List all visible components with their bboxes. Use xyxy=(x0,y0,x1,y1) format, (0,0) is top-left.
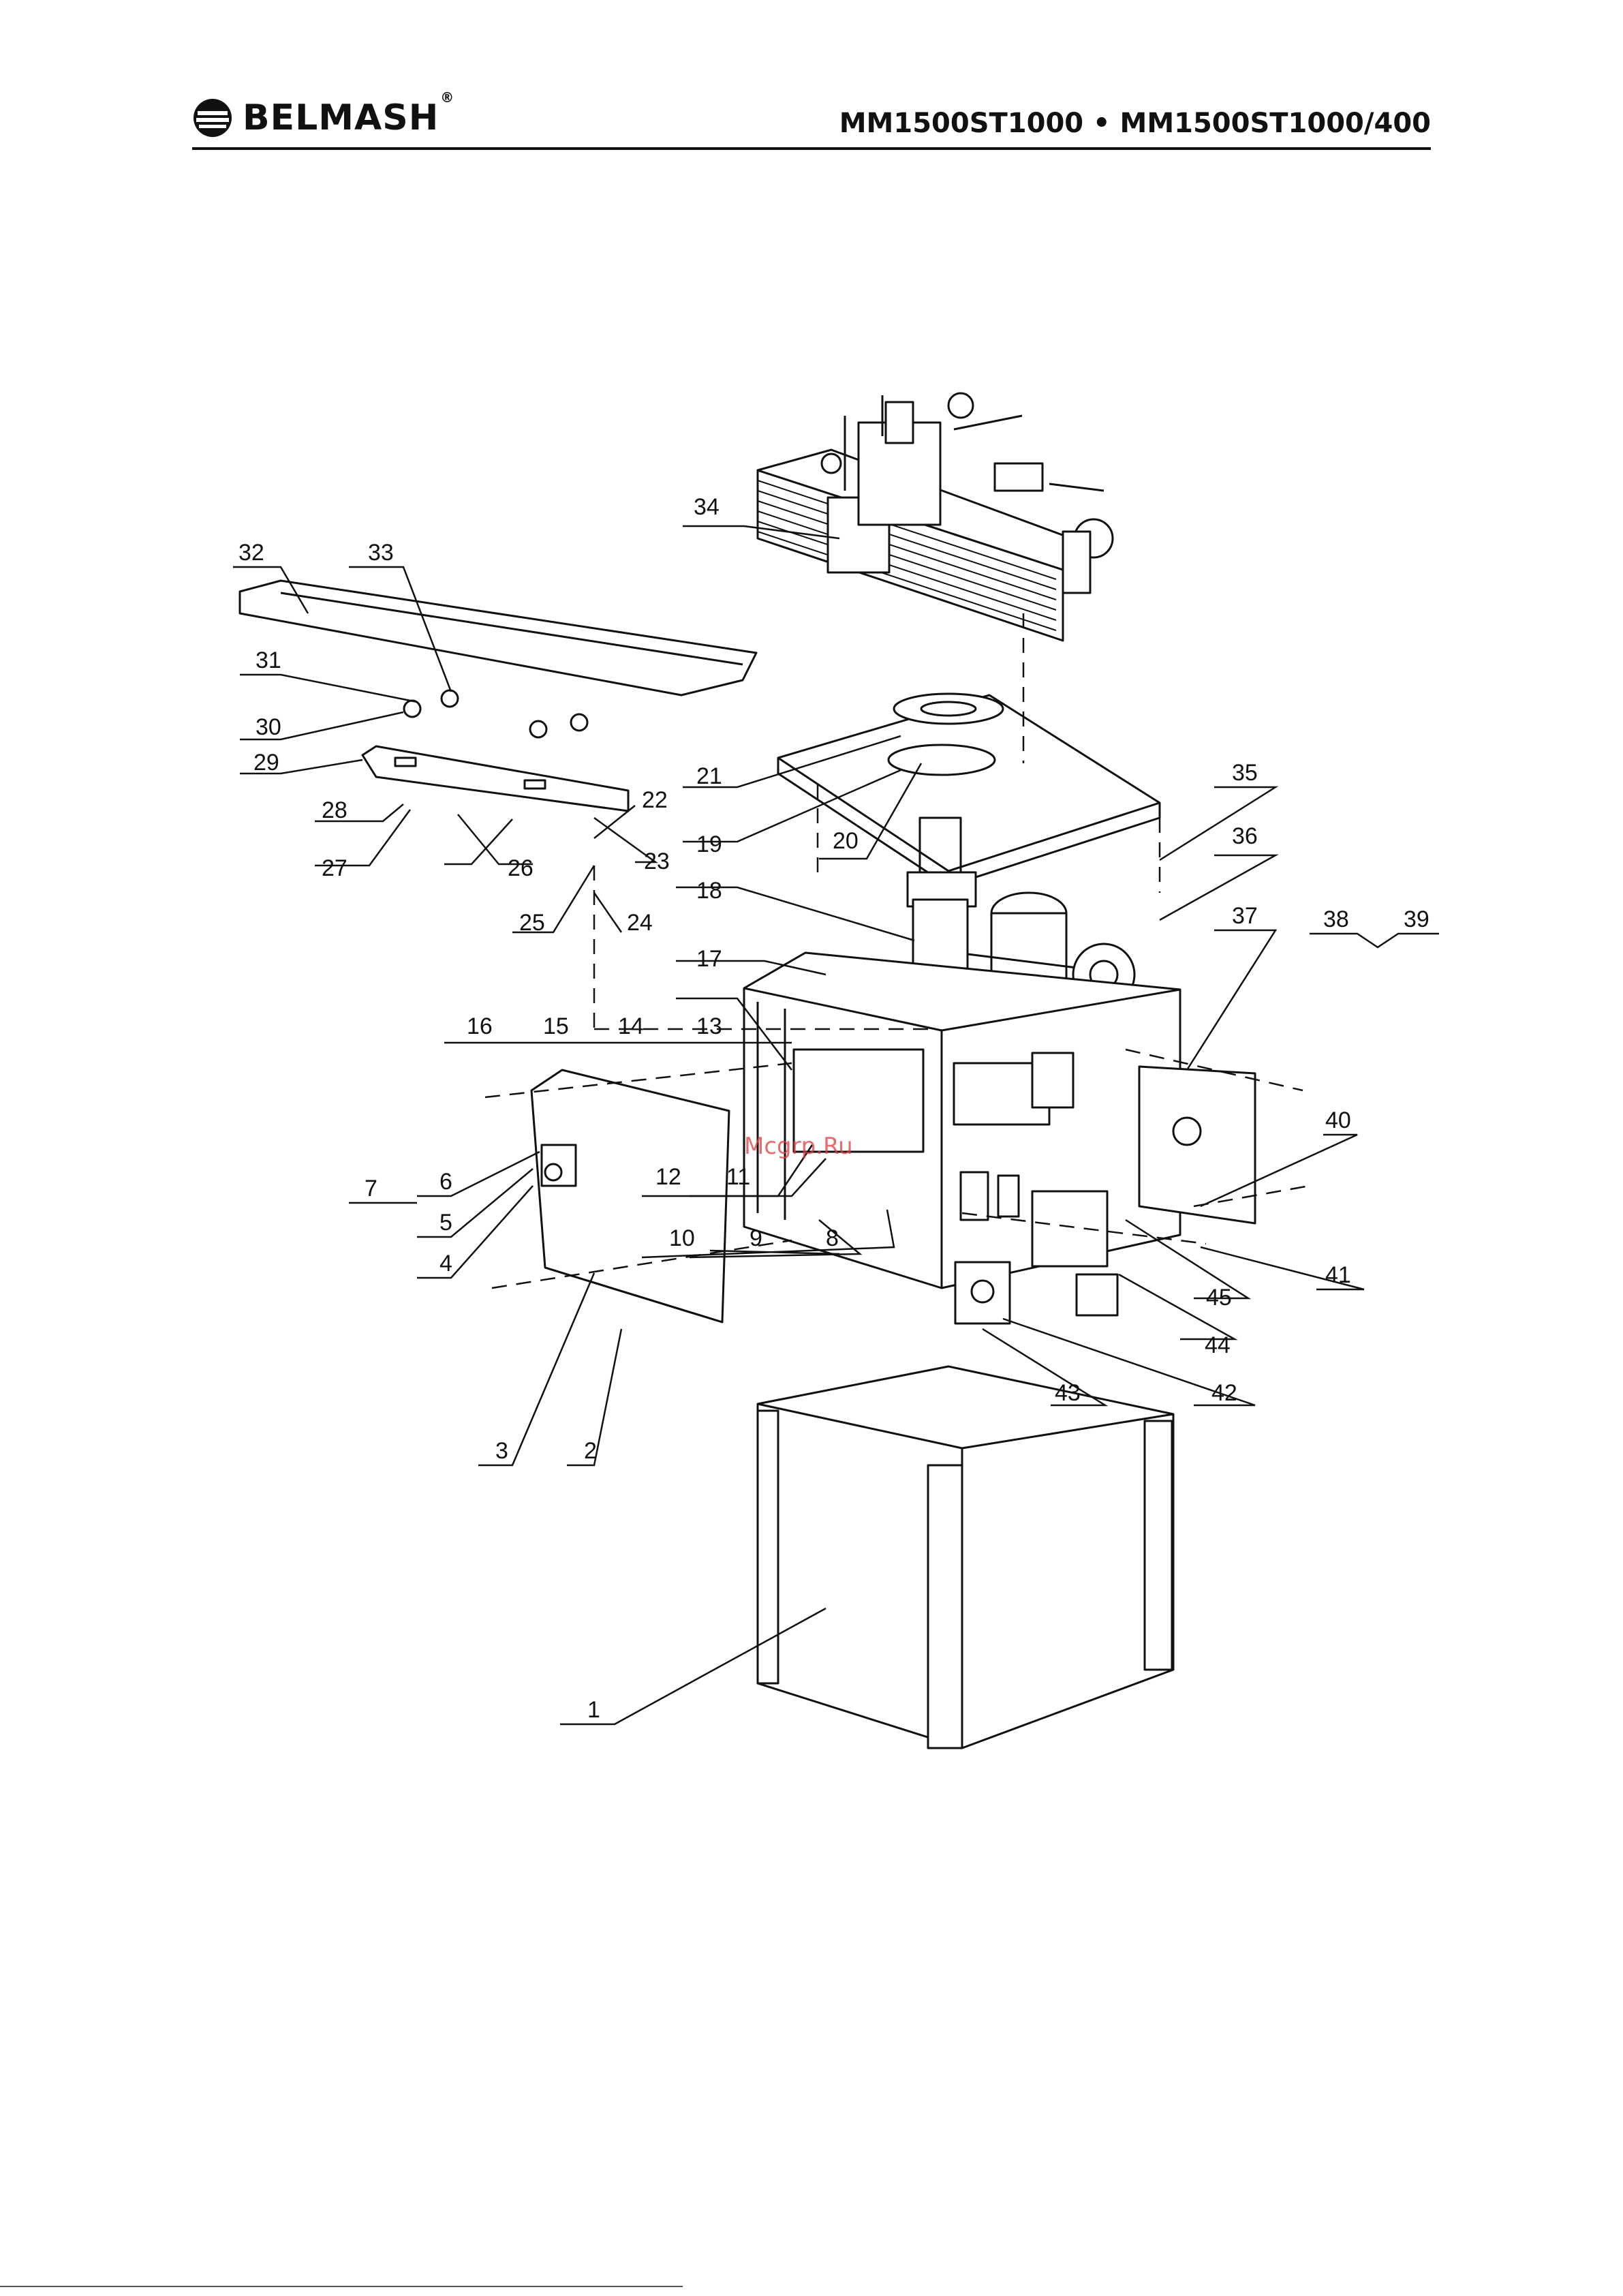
callout-25: 25 xyxy=(519,910,545,936)
callout-43: 43 xyxy=(1055,1380,1081,1406)
callout-8: 8 xyxy=(826,1225,839,1251)
cabinet-frame xyxy=(744,953,1180,1288)
callout-18: 18 xyxy=(696,878,722,904)
callout-15: 15 xyxy=(543,1013,569,1039)
callout-4: 4 xyxy=(439,1251,452,1276)
callout-20: 20 xyxy=(833,828,859,854)
stand xyxy=(758,1366,1173,1748)
callout-29: 29 xyxy=(253,750,279,776)
switches xyxy=(955,1262,1117,1323)
callout-23: 23 xyxy=(644,848,670,874)
callout-26: 26 xyxy=(508,855,534,881)
callout-30: 30 xyxy=(256,714,281,740)
callout-38: 38 xyxy=(1323,906,1349,932)
callout-3: 3 xyxy=(495,1438,508,1464)
footer-rule xyxy=(0,2286,683,2287)
callout-19: 19 xyxy=(696,831,722,857)
callout-10: 10 xyxy=(669,1225,695,1251)
callout-37: 37 xyxy=(1232,903,1258,929)
callout-17: 17 xyxy=(696,946,722,972)
callout-12: 12 xyxy=(655,1164,681,1190)
callout-32: 32 xyxy=(238,540,264,566)
callout-28: 28 xyxy=(322,797,347,823)
callout-27: 27 xyxy=(322,855,347,881)
callout-33: 33 xyxy=(368,540,394,566)
callout-35: 35 xyxy=(1232,760,1258,786)
table-top xyxy=(778,694,1160,886)
callout-39: 39 xyxy=(1404,906,1429,932)
callout-42: 42 xyxy=(1211,1380,1237,1406)
callout-22: 22 xyxy=(642,787,668,813)
watermark: Mcgrp.Ru xyxy=(744,1133,853,1160)
top-rail xyxy=(240,581,756,695)
callout-36: 36 xyxy=(1232,823,1258,849)
callout-5: 5 xyxy=(439,1210,452,1236)
callout-13: 13 xyxy=(696,1013,722,1039)
callout-2: 2 xyxy=(584,1438,597,1464)
back-cover xyxy=(1139,1067,1255,1223)
callout-44: 44 xyxy=(1205,1332,1231,1358)
callout-6: 6 xyxy=(439,1169,452,1195)
callout-7: 7 xyxy=(365,1176,377,1201)
callout-34: 34 xyxy=(694,494,720,520)
callout-16: 16 xyxy=(467,1013,493,1039)
callout-9: 9 xyxy=(749,1225,762,1251)
callout-11: 11 xyxy=(726,1164,750,1190)
callout-45: 45 xyxy=(1206,1285,1232,1311)
callout-41: 41 xyxy=(1325,1262,1351,1288)
callout-40: 40 xyxy=(1325,1107,1351,1133)
callout-14: 14 xyxy=(618,1013,644,1039)
bracket xyxy=(362,690,628,811)
callout-24: 24 xyxy=(627,910,653,936)
callout-1: 1 xyxy=(587,1697,600,1723)
fence-assembly xyxy=(758,393,1113,641)
callout-31: 31 xyxy=(256,647,281,673)
callout-21: 21 xyxy=(696,763,722,789)
